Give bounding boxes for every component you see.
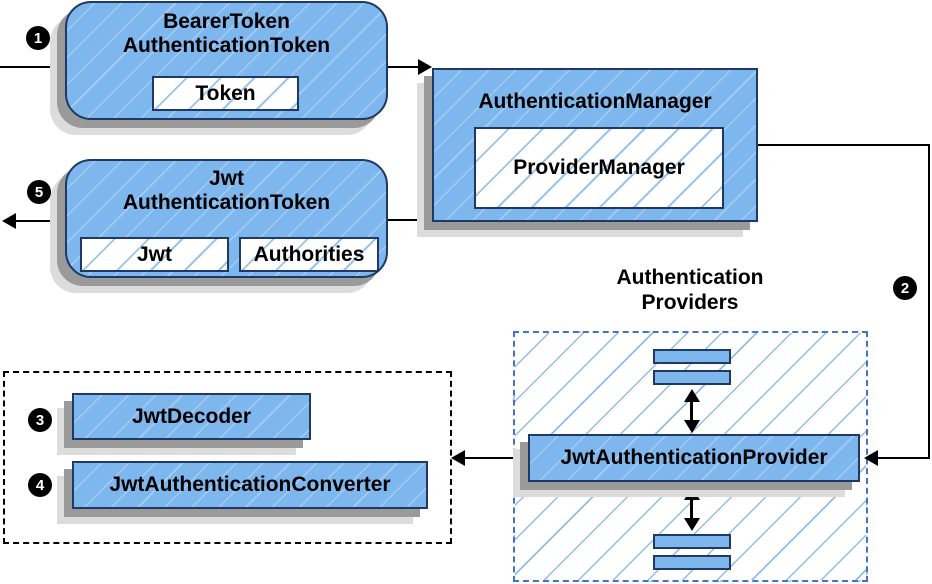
step-3-badge: 3 — [28, 408, 52, 432]
jwt-token-node-title: Jwt AuthenticationToken — [67, 167, 386, 215]
incoming-request-line — [0, 66, 65, 68]
provider-to-decoder-group-line — [464, 457, 528, 459]
provider-manager-slot: ProviderManager — [474, 127, 724, 209]
double-arrow-up-icon — [684, 389, 700, 402]
provider-placeholder-bar — [653, 349, 731, 364]
jwt-token-title-line2: AuthenticationToken — [122, 191, 331, 214]
authentication-manager-node: AuthenticationManager ProviderManager — [432, 68, 758, 222]
manager-to-jwt-token-line — [388, 219, 432, 221]
providers-label-line2: Providers — [641, 291, 739, 314]
jwt-slot: Jwt — [80, 237, 229, 272]
jwt-token-title-line1: Jwt — [208, 167, 244, 190]
providers-label-line1: Authentication — [616, 266, 764, 289]
token-slot: Token — [152, 76, 299, 111]
step-5-badge: 5 — [27, 180, 51, 204]
jwt-authentication-converter-node: JwtAuthenticationConverter — [72, 461, 428, 509]
bearer-token-authentication-token-node: BearerToken AuthenticationToken Token — [65, 1, 388, 120]
jwt-token-outgoing-line — [15, 220, 65, 222]
provider-placeholder-bar — [653, 534, 731, 549]
double-arrow-down-icon — [684, 518, 700, 531]
jwt-token-outgoing-arrowhead-icon — [2, 213, 16, 229]
double-arrow-lower-line — [690, 497, 693, 521]
manager-to-provider-line-vertical — [928, 144, 930, 459]
provider-to-decoder-group-arrowhead-icon — [451, 450, 465, 466]
double-arrow-up-icon — [684, 487, 700, 500]
provider-placeholder-bar — [653, 555, 731, 570]
manager-to-provider-arrowhead-icon — [864, 450, 878, 466]
authentication-manager-title: AuthenticationManager — [478, 90, 712, 113]
authorities-slot: Authorities — [239, 237, 379, 272]
jwt-authentication-token-node: Jwt AuthenticationToken Jwt Authorities — [65, 159, 388, 278]
step-1-badge: 1 — [26, 26, 50, 50]
bearer-token-title-line2: AuthenticationToken — [122, 34, 331, 57]
bearer-to-manager-arrowhead-icon — [418, 59, 432, 75]
step-4-badge: 4 — [28, 473, 52, 497]
jwt-decoder-node: JwtDecoder — [72, 393, 311, 440]
bearer-to-manager-line — [388, 66, 419, 68]
bearer-token-node-title: BearerToken AuthenticationToken — [67, 10, 386, 58]
authentication-providers-label: Authentication Providers — [580, 265, 800, 315]
manager-to-provider-line-bottom — [878, 457, 930, 459]
step-2-badge: 2 — [893, 276, 917, 300]
manager-to-provider-line-top — [758, 144, 930, 146]
bearer-token-title-line1: BearerToken — [163, 10, 290, 33]
jwt-authentication-provider-node: JwtAuthenticationProvider — [528, 434, 860, 482]
double-arrow-down-icon — [684, 420, 700, 433]
double-arrow-upper-line — [690, 399, 693, 423]
provider-placeholder-bar — [653, 370, 731, 385]
